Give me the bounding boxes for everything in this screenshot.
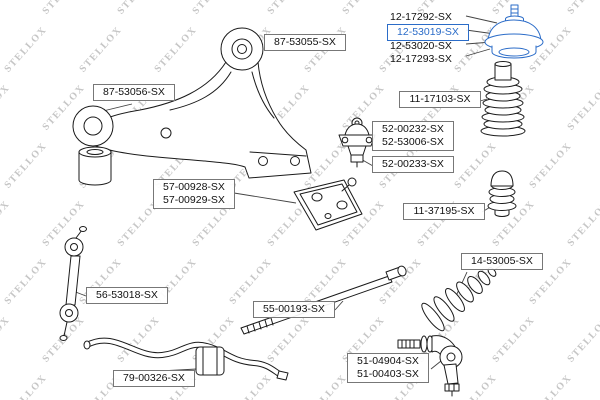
part-label[interactable]: 11-37195-SX — [403, 203, 485, 220]
part-label-group[interactable]: 51-04904-SX 51-00403-SX — [347, 353, 429, 383]
inner-tie-rod-drawing[interactable] — [240, 265, 407, 335]
steering-boot-drawing[interactable] — [419, 262, 506, 333]
part-label[interactable]: 87-53055-SX — [264, 34, 346, 51]
part-label-group[interactable]: 52-00232-SX 52-53006-SX — [372, 121, 454, 151]
dust-boot-drawing[interactable] — [480, 61, 526, 137]
part-label-group[interactable]: 57-00928-SX 57-00929-SX — [153, 179, 235, 209]
ball-joint-drawing[interactable] — [338, 117, 376, 168]
bracket-plate-drawing[interactable] — [293, 177, 363, 231]
part-number: 51-04904-SX — [357, 355, 419, 367]
strut-mount-drawing[interactable] — [484, 4, 544, 59]
part-number: 52-00232-SX — [382, 123, 444, 135]
part-label[interactable]: 56-53018-SX — [86, 287, 168, 304]
part-label[interactable]: 12-17292-SX — [390, 11, 452, 23]
control-arm-drawing[interactable] — [72, 27, 312, 186]
sway-bar-drawing[interactable] — [83, 337, 289, 381]
part-number: 57-00928-SX — [163, 181, 225, 193]
part-label[interactable]: 12-53020-SX — [390, 40, 452, 52]
part-number: 52-53006-SX — [382, 136, 444, 148]
part-label[interactable]: 12-17293-SX — [390, 53, 452, 65]
part-label[interactable]: 79-00326-SX — [113, 370, 195, 387]
part-label[interactable]: 52-00233-SX — [372, 156, 454, 173]
part-label-highlighted[interactable]: 12-53019-SX — [387, 24, 469, 41]
part-label[interactable]: 11-17103-SX — [399, 91, 481, 108]
part-number: 51-00403-SX — [357, 368, 419, 380]
part-number: 57-00929-SX — [163, 194, 225, 206]
tie-rod-end-drawing[interactable] — [397, 335, 463, 397]
part-label[interactable]: 14-53005-SX — [461, 253, 543, 270]
part-label[interactable]: 87-53056-SX — [93, 84, 175, 101]
part-label[interactable]: 55-00193-SX — [253, 301, 335, 318]
stabilizer-link-drawing[interactable] — [59, 226, 87, 341]
bump-stop-drawing[interactable] — [487, 170, 517, 217]
